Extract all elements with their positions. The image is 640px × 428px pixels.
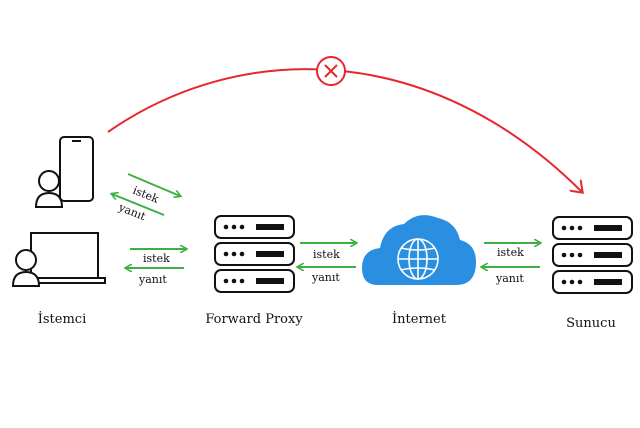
proxy-label: Forward Proxy — [205, 312, 303, 327]
phone-response-label: yanıt — [116, 200, 148, 223]
internet-label: İnternet — [392, 310, 447, 327]
proxy-request-label: istek — [313, 248, 340, 261]
blocked-x-icon — [316, 56, 346, 86]
laptop-response-label: yanıt — [138, 273, 167, 286]
blocked-direct-path — [107, 68, 582, 192]
globe-icon — [397, 238, 439, 280]
destination-server-icon — [552, 216, 633, 294]
proxy-server-icon — [214, 215, 295, 293]
user-icon-laptop — [11, 249, 41, 287]
internet-response-label: yanıt — [495, 272, 524, 285]
user-icon-phone — [34, 170, 64, 208]
phone-icon — [59, 136, 94, 202]
server-label: Sunucu — [566, 316, 616, 331]
phone-request-arrow — [127, 173, 180, 196]
phone-response-arrow — [112, 194, 165, 216]
laptop-icon — [23, 232, 106, 284]
client-label: İstemci — [38, 310, 87, 327]
internet-request-label: istek — [497, 246, 524, 259]
proxy-response-label: yanıt — [311, 271, 340, 284]
internet-cloud-icon — [362, 215, 476, 285]
laptop-request-label: istek — [143, 252, 170, 265]
